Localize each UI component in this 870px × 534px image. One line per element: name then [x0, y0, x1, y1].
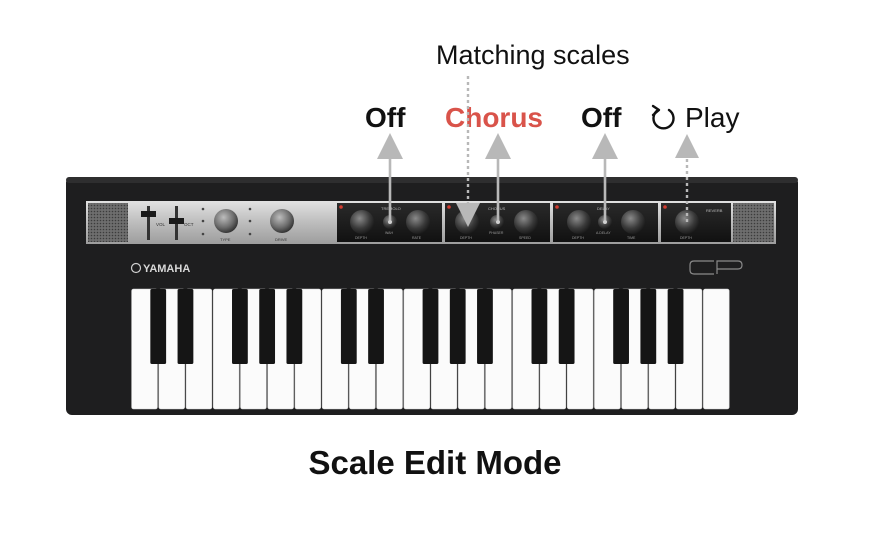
delay-effect-label: Off	[581, 102, 622, 133]
black-key	[477, 289, 493, 364]
reverb-depth-label: DEPTH	[680, 236, 692, 240]
octave-slider	[169, 206, 184, 240]
oct-label: OCT	[184, 222, 194, 227]
black-key	[640, 289, 657, 364]
black-key	[150, 289, 167, 364]
left-speaker-grille	[88, 203, 128, 242]
black-key	[667, 289, 684, 364]
black-key	[177, 289, 194, 364]
annotation-arrows	[377, 76, 699, 227]
drive-label: DRIVE	[275, 237, 288, 242]
delay-time-label: TIME	[627, 236, 636, 240]
type-label: TYPE	[220, 237, 231, 242]
mode-title: Scale Edit Mode	[308, 444, 562, 481]
reverb-panel-label: REVERB	[706, 208, 723, 213]
black-key	[232, 289, 248, 364]
black-key	[449, 289, 466, 364]
tremolo-effect-label: Off	[365, 102, 406, 133]
play-label-group: Play	[649, 104, 739, 132]
play-label: Play	[685, 102, 740, 133]
rotate-ccw-icon	[651, 104, 675, 130]
cp-logo	[689, 260, 743, 275]
svg-text:YAMAHA: YAMAHA	[143, 263, 190, 275]
black-keys	[150, 289, 684, 364]
arrow-anchor-dots	[388, 220, 607, 224]
type-knob	[214, 209, 238, 233]
chorus-depth-label: DEPTH	[460, 236, 472, 240]
black-key	[340, 289, 357, 364]
wah-label: WAH	[385, 231, 394, 235]
white-key	[703, 288, 730, 410]
drive-knob	[270, 209, 294, 233]
yamaha-logo: YAMAHA	[130, 262, 190, 275]
black-key	[368, 289, 384, 364]
type-indicator-leds	[201, 207, 252, 236]
chorus-speed-label: SPEED	[519, 236, 531, 240]
black-key	[286, 289, 303, 364]
black-key	[531, 289, 548, 364]
delay-panel-label: DELAY	[597, 206, 610, 211]
phaser-label: PHASER	[489, 231, 504, 235]
chorus-effect-label: Chorus	[445, 102, 543, 133]
tremolo-depth-label: DEPTH	[355, 236, 367, 240]
a-delay-label: A.DELAY	[596, 231, 611, 235]
right-speaker-grille	[733, 203, 774, 242]
black-key	[422, 289, 439, 364]
black-key	[613, 289, 629, 364]
volume-slider	[141, 206, 156, 240]
black-key	[558, 289, 575, 364]
delay-depth-label: DEPTH	[572, 236, 584, 240]
black-key	[259, 289, 276, 364]
matching-scales-label: Matching scales	[436, 40, 630, 70]
tremolo-rate-label: RATE	[412, 236, 422, 240]
reverb-section: REVERB DEPTH	[661, 203, 731, 242]
vol-label: VOL	[156, 222, 166, 227]
